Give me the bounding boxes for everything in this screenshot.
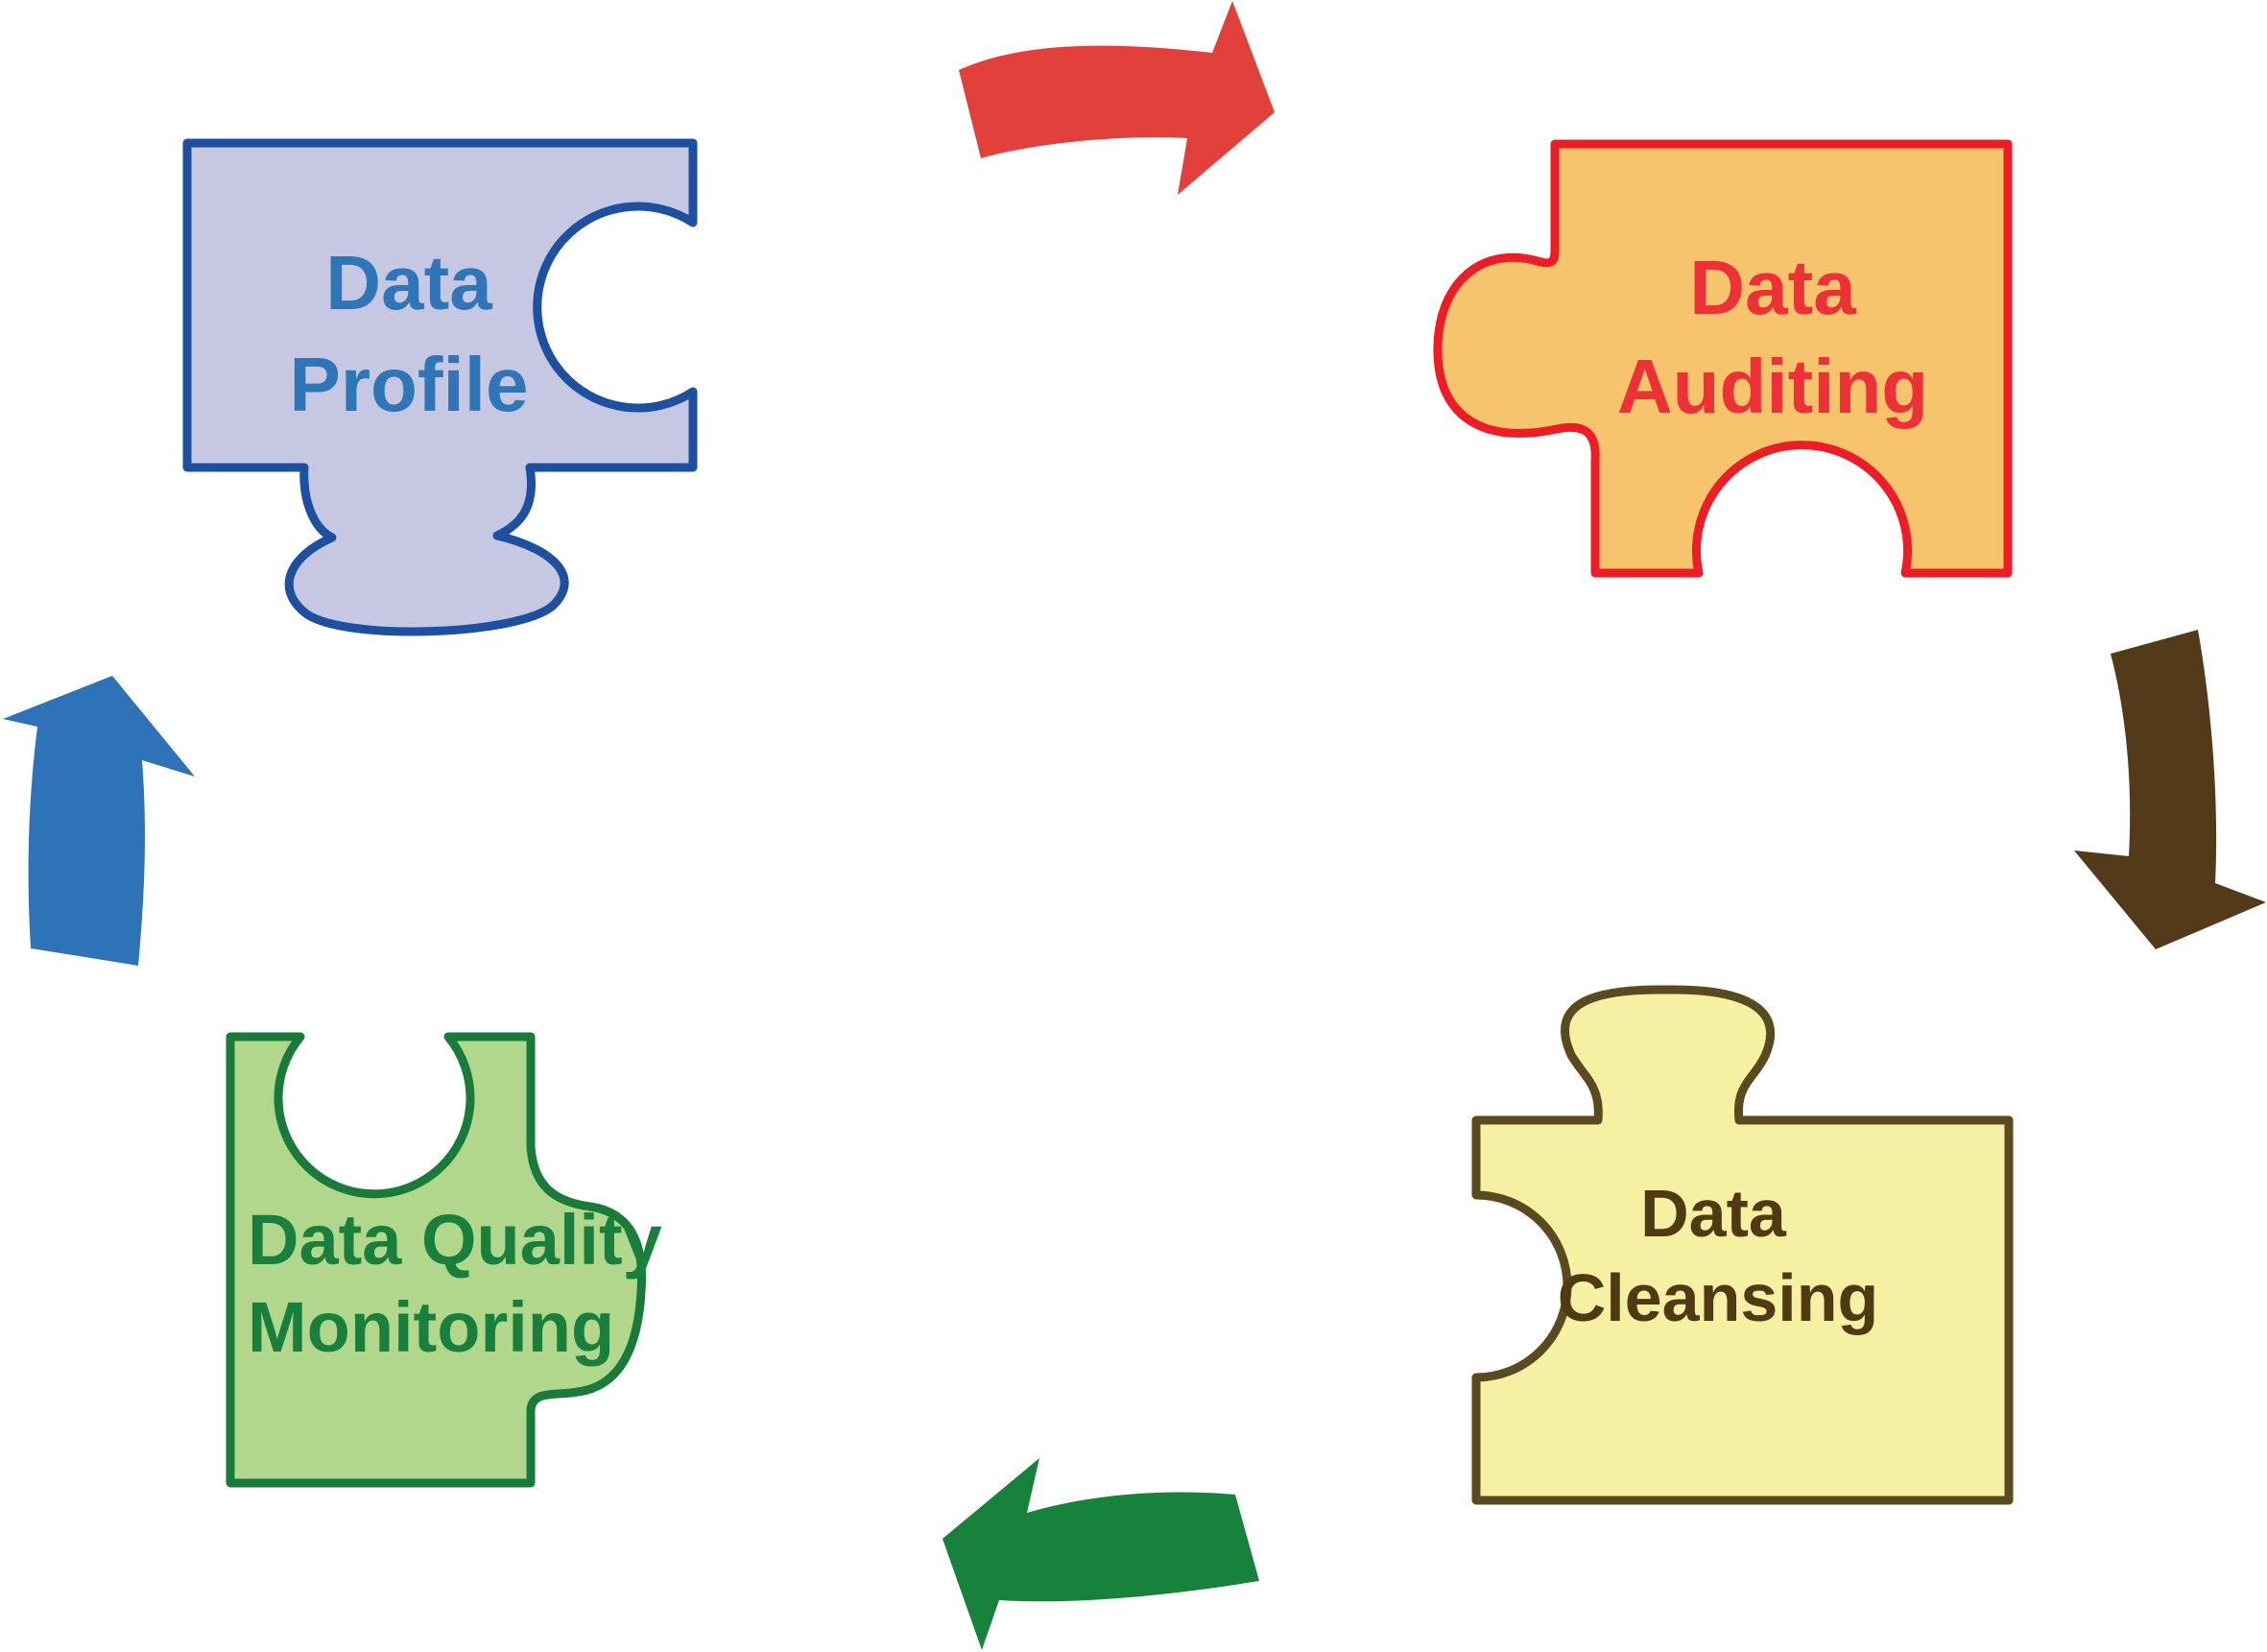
curved-arrow-left-icon: [943, 1458, 1259, 1650]
piece-label-data-cleansing-line1: Data: [1640, 1176, 1787, 1251]
piece-label-data-auditing-line2: Auditing: [1617, 344, 1928, 429]
puzzle-piece-data-auditing: Data Auditing: [1433, 139, 2013, 578]
puzzle-piece-data-auditing-shape: [1433, 139, 2013, 578]
piece-label-data-profile-line1: Data: [325, 240, 492, 325]
puzzle-piece-data-profile-shape: [182, 138, 698, 636]
piece-label-data-cleansing-line2: Cleansing: [1558, 1260, 1879, 1335]
piece-label-data-profile-line2: Profile: [290, 342, 529, 427]
curved-arrow-right-icon: [959, 1, 1275, 195]
curved-arrow-up-icon: [3, 676, 195, 966]
puzzle-piece-data-quality-monitoring-shape: [226, 1032, 647, 1488]
piece-label-data-quality-monitoring-line2: Monitoring: [248, 1287, 614, 1367]
puzzle-piece-data-cleansing: Data Cleansing: [1471, 985, 2014, 1505]
piece-label-data-auditing-line1: Data: [1689, 245, 1856, 330]
piece-label-data-quality-monitoring-line1: Data Quality: [248, 1200, 662, 1280]
curved-arrow-down-icon: [2074, 630, 2266, 949]
puzzle-piece-data-quality-monitoring: Data Quality Monitoring: [226, 1032, 662, 1488]
puzzle-piece-data-profile: Data Profile: [182, 138, 698, 636]
puzzle-piece-data-cleansing-shape: [1471, 985, 2014, 1505]
